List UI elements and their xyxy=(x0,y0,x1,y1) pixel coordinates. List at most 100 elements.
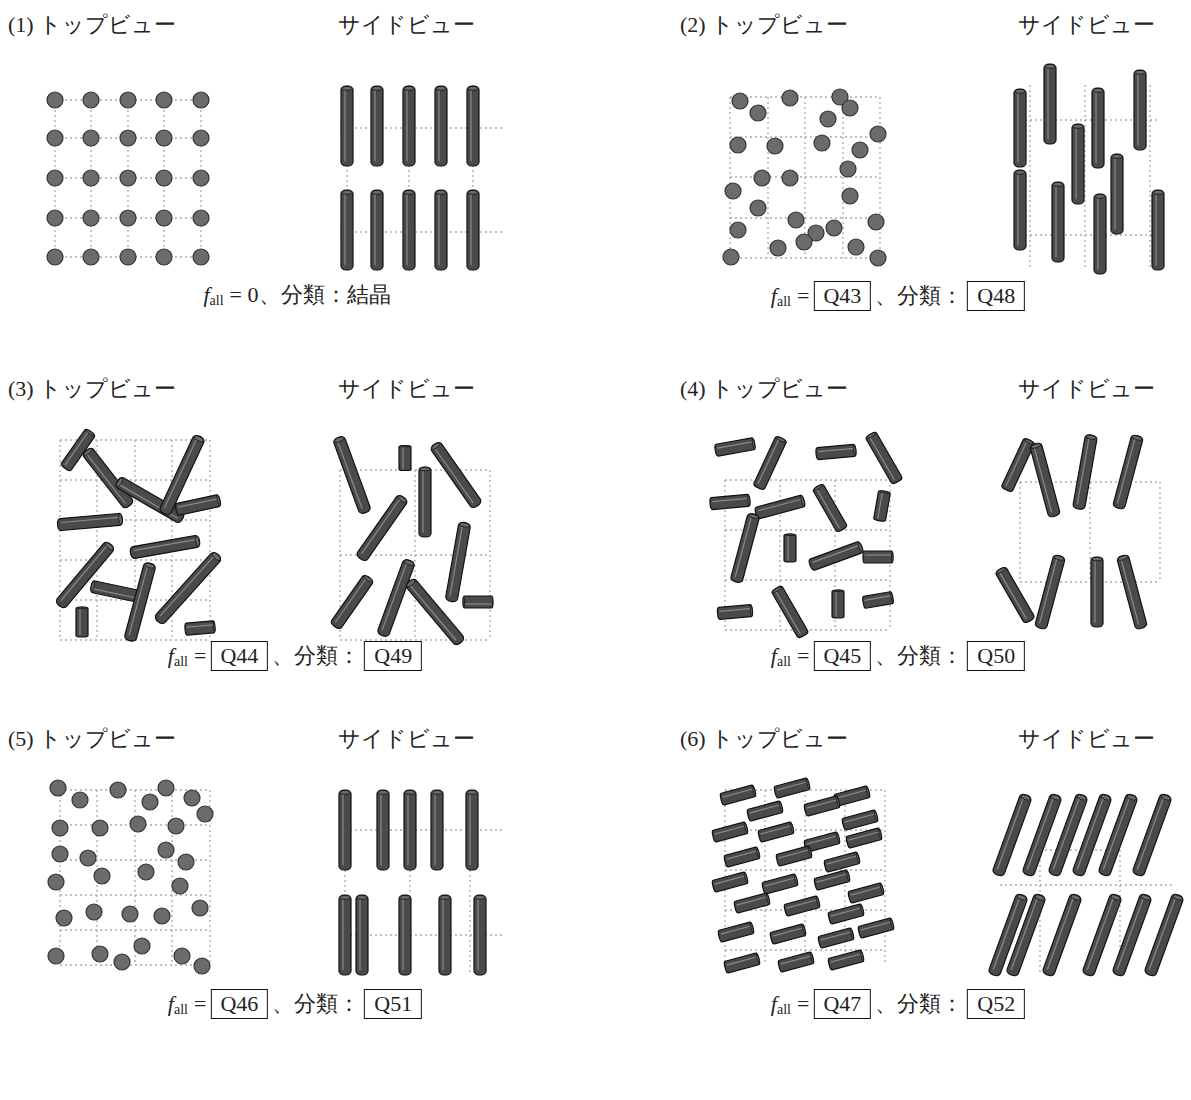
molecule-rod xyxy=(724,847,761,868)
molecule-top-view xyxy=(55,428,223,642)
molecule-rod xyxy=(1152,190,1164,270)
molecule-dot xyxy=(120,210,136,226)
molecule-rod xyxy=(862,591,894,608)
molecule-top-view xyxy=(710,431,903,639)
molecule-rod xyxy=(1132,793,1172,877)
molecule-rod xyxy=(818,928,855,949)
molecule-dot xyxy=(156,210,172,226)
caption-text: 、分類： xyxy=(875,643,963,669)
molecule-rod xyxy=(774,778,811,799)
molecule-rod xyxy=(439,895,451,975)
molecule-rod xyxy=(848,883,885,904)
molecule-dot xyxy=(83,130,99,146)
molecule-rod xyxy=(712,822,749,843)
answer-label: Q43 xyxy=(823,283,861,308)
molecule-dot xyxy=(192,900,208,916)
molecule-dot xyxy=(848,239,864,255)
molecule-rod xyxy=(758,822,795,843)
molecule-top-view xyxy=(723,89,886,266)
molecule-rod xyxy=(356,494,409,562)
molecule-dot xyxy=(86,904,102,920)
panel-heading: (2) トップビュー xyxy=(680,12,848,38)
molecule-dot xyxy=(193,92,209,108)
panel-heading: (5) トップビュー xyxy=(8,726,176,752)
view-heading: サイドビュー xyxy=(338,726,475,752)
caption-text: 、分類： xyxy=(875,991,963,1017)
molecule-rod xyxy=(185,621,216,636)
panel-heading: (6) トップビュー xyxy=(680,726,848,752)
answer-label: Q45 xyxy=(823,643,861,668)
molecule-rod xyxy=(129,535,200,559)
molecule-rod xyxy=(399,446,411,471)
panel-heading: (4) トップビュー xyxy=(680,376,848,402)
grid-lines xyxy=(340,790,505,975)
answer-label: Q51 xyxy=(374,991,412,1016)
answer-label: Q44 xyxy=(220,643,258,668)
molecule-rod xyxy=(710,494,751,509)
molecule-rod xyxy=(341,86,353,166)
molecule-dot xyxy=(820,111,836,127)
molecule-dot xyxy=(83,210,99,226)
molecule-rod xyxy=(832,590,844,618)
panel-caption: fall= 0、分類：結晶 xyxy=(203,281,390,310)
molecule-rod xyxy=(724,953,761,974)
molecule-dot xyxy=(826,220,842,236)
molecule-rod xyxy=(814,870,851,891)
molecule-rod xyxy=(1014,170,1026,250)
view-heading: サイドビュー xyxy=(1018,726,1155,752)
molecule-rod xyxy=(1072,124,1084,204)
molecule-dot xyxy=(72,792,88,808)
molecule-top-view xyxy=(712,778,895,974)
molecule-top-view xyxy=(48,780,213,974)
molecule-dot xyxy=(120,249,136,265)
view-heading: サイドビュー xyxy=(1018,376,1155,402)
molecule-rod xyxy=(377,558,416,637)
molecule-side-view xyxy=(330,435,493,646)
molecule-rod xyxy=(812,483,847,532)
molecule-dot xyxy=(138,864,154,880)
molecule-rod xyxy=(808,541,864,571)
answer-box: Q47 xyxy=(813,989,871,1019)
molecule-dot xyxy=(47,130,63,146)
answer-label: Q50 xyxy=(977,643,1015,668)
molecule-dot xyxy=(83,92,99,108)
molecule-dot xyxy=(92,820,108,836)
molecule-rod xyxy=(778,952,815,973)
molecule-rod xyxy=(435,190,447,270)
molecule-dot xyxy=(730,137,746,153)
molecule-dot xyxy=(158,780,174,796)
answer-box: Q52 xyxy=(967,989,1025,1019)
molecule-rod xyxy=(356,895,368,975)
molecule-rod xyxy=(371,190,383,270)
molecule-dot xyxy=(120,130,136,146)
molecule-rod xyxy=(466,790,478,870)
variable-symbol: f xyxy=(771,991,777,1017)
molecule-rod xyxy=(770,924,807,945)
variable-subscript: all xyxy=(210,293,224,310)
molecule-rod xyxy=(419,467,431,537)
caption-text: = xyxy=(797,643,809,669)
caption-text: = xyxy=(797,283,809,309)
molecule-dot xyxy=(83,170,99,186)
molecule-side-view xyxy=(995,434,1148,630)
molecule-dot xyxy=(174,948,190,964)
molecule-rod xyxy=(754,495,805,520)
molecule-rod xyxy=(333,435,372,514)
molecule-dot xyxy=(782,170,798,186)
molecule-dot xyxy=(194,958,210,974)
molecule-dot xyxy=(723,249,739,265)
molecule-rod xyxy=(1034,554,1065,630)
molecule-rod xyxy=(404,790,416,870)
molecule-dot xyxy=(852,142,868,158)
molecule-dot xyxy=(47,92,63,108)
variable-symbol: f xyxy=(771,283,777,309)
molecule-dot xyxy=(842,188,858,204)
molecule-dot xyxy=(840,161,856,177)
molecule-rod xyxy=(1091,557,1103,627)
molecule-rod xyxy=(717,604,753,619)
molecule-dot xyxy=(114,954,130,970)
molecule-rod xyxy=(405,578,466,647)
molecule-dot xyxy=(48,948,64,964)
molecule-rod xyxy=(1052,182,1064,262)
